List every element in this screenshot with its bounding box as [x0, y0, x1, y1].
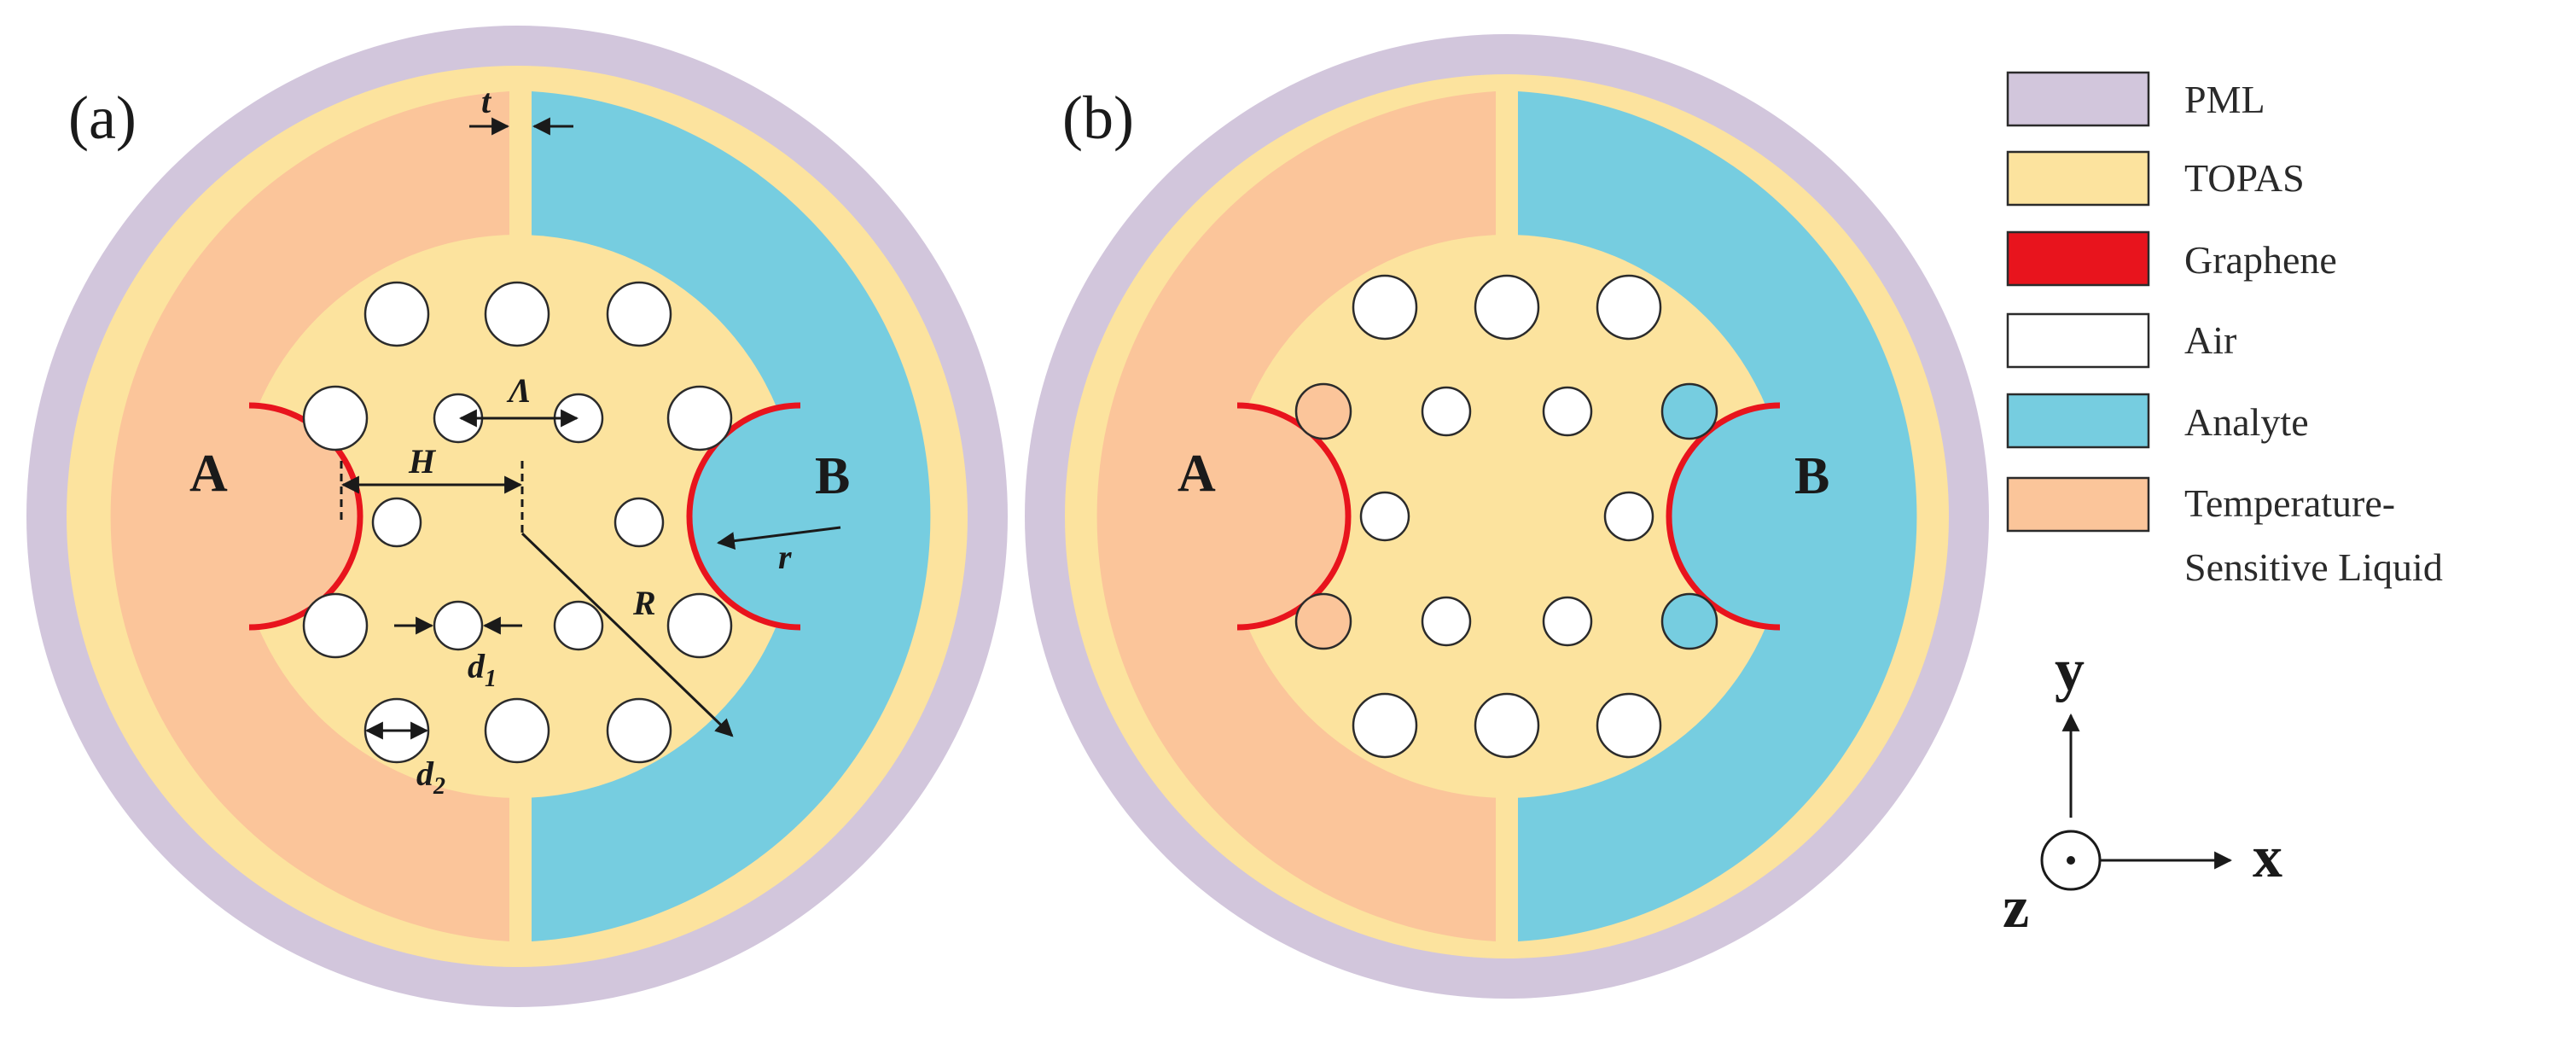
r-small-arrow: [716, 526, 841, 551]
left-side-cut: [1201, 405, 1346, 627]
core-region: [236, 235, 799, 798]
air-holes: [302, 281, 733, 764]
air-hole-large: [302, 592, 369, 659]
air-hole-small: [613, 497, 665, 548]
legend-swatch-analyte: [2006, 393, 2150, 449]
air-hole-small: [1542, 596, 1593, 647]
air-hole-small: [1542, 386, 1593, 437]
port-a-label: A: [189, 445, 228, 503]
air-hole-large: [1474, 274, 1540, 341]
right-side-cut: [1671, 405, 1816, 627]
panel-a: t Λ H R r d1 d2 (a) A B: [26, 26, 1008, 1007]
graphene-layer-b: [686, 402, 801, 631]
panel-a-label: (a): [68, 84, 137, 152]
r-big-arrow: [520, 532, 734, 737]
legend-label-air: Air: [2184, 318, 2236, 362]
analyte-filled-hole: [1660, 592, 1718, 650]
air-hole-large: [1474, 692, 1540, 759]
legend-label-analyte: Analyte: [2184, 400, 2309, 444]
r-label: r: [778, 538, 792, 576]
d2-main: d: [416, 754, 434, 793]
legend-swatch-graphene: [2006, 230, 2150, 287]
air-hole-large: [484, 281, 550, 347]
d1-label: d1: [468, 647, 497, 692]
liquid-filled-hole: [1294, 592, 1352, 650]
air-hole-small: [1603, 491, 1654, 542]
legend-swatch-topas: [2006, 150, 2150, 207]
legend-swatch-liquid: [2006, 476, 2150, 533]
port-b-label: B: [815, 447, 850, 505]
z-axis-label: z: [2003, 875, 2029, 941]
air-hole-small: [433, 600, 484, 651]
dimension-annotations: [340, 117, 841, 740]
air-hole-large: [666, 592, 733, 659]
analyte-filled-hole: [1660, 382, 1718, 440]
x-axis-label: x: [2253, 824, 2282, 890]
coordinate-axes: y x z: [2003, 638, 2282, 941]
air-hole-large: [302, 385, 369, 452]
legend-swatch-air: [2006, 312, 2150, 369]
port-b-label: B: [1794, 447, 1829, 505]
left-side-cut: [213, 405, 358, 627]
port-a-label: A: [1178, 445, 1216, 503]
d2-label: d2: [416, 754, 445, 800]
z-axis-dot: [2067, 856, 2075, 865]
air-hole-large: [606, 697, 672, 764]
d2-subscript: 2: [433, 773, 445, 800]
graphene-layer-b: [1666, 402, 1781, 631]
panel-b: (b) A B: [1025, 34, 1989, 999]
air-hole-large: [1352, 274, 1418, 341]
air-holes: [1294, 274, 1718, 759]
air-hole-small: [553, 600, 604, 651]
liquid-filled-hole: [1294, 382, 1352, 440]
air-hole-large: [484, 697, 550, 764]
legend-label-topas: TOPAS: [2184, 156, 2305, 200]
graphene-layer-a: [1236, 402, 1352, 631]
d1-subscript: 1: [485, 666, 497, 692]
R-label: R: [632, 584, 656, 622]
air-hole-small: [371, 497, 422, 548]
core-region: [1225, 235, 1788, 798]
t-label: t: [481, 82, 492, 120]
d1-main: d: [468, 647, 486, 685]
air-hole-large: [1596, 692, 1662, 759]
lambda-label: Λ: [506, 371, 532, 410]
air-hole-large: [666, 385, 733, 452]
panel-b-label: (b): [1062, 84, 1134, 152]
graphene-layer-a: [248, 402, 363, 631]
right-side-cut: [691, 405, 836, 627]
air-hole-large: [1352, 692, 1418, 759]
air-hole-large: [363, 281, 430, 347]
legend: PML TOPAS Graphene Air Analyte Temperatu…: [2006, 71, 2443, 589]
y-axis-label: y: [2055, 638, 2085, 703]
legend-swatch-pml: [2006, 71, 2150, 127]
air-hole-large: [1596, 274, 1662, 341]
legend-label-graphene: Graphene: [2184, 238, 2337, 282]
legend-label-pml: PML: [2184, 78, 2265, 121]
legend-label-liquid-line2: Sensitive Liquid: [2184, 545, 2443, 589]
air-hole-small: [1421, 596, 1472, 647]
air-hole-small: [1359, 491, 1410, 542]
air-hole-large: [606, 281, 672, 347]
legend-label-liquid: Temperature-: [2184, 481, 2395, 525]
air-hole-small: [1421, 386, 1472, 437]
h-label: H: [408, 442, 437, 481]
